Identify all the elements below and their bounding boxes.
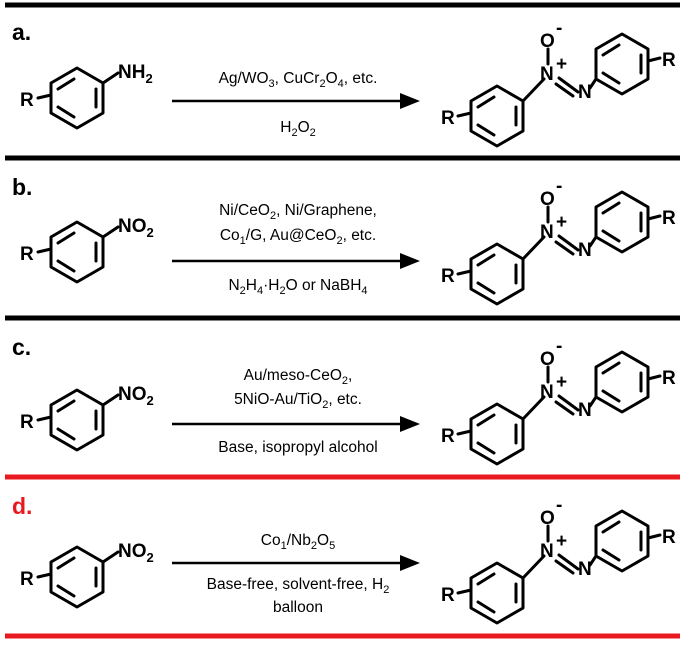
- minus-charge: -: [556, 176, 562, 197]
- substituent-r-right: R: [662, 368, 676, 389]
- conditions-catalyst-line1: Au/meso-CeO2,: [244, 367, 353, 387]
- nitrogen-2: N: [578, 559, 592, 580]
- reactant-group: NO: [118, 384, 147, 405]
- nitrogen-1: N: [540, 222, 554, 243]
- reactant-nitrobenzene: NO2 R: [20, 541, 154, 609]
- reactant-subscript: 2: [145, 71, 152, 86]
- product-azoxybenzene: O - N + N R R: [441, 495, 676, 625]
- reactant-subscript: 2: [147, 550, 154, 565]
- substituent-r-right: R: [662, 50, 676, 71]
- nitrogen-2: N: [578, 82, 592, 103]
- substituent-r: R: [20, 244, 34, 265]
- conditions-solvent: Base, isopropyl alcohol: [218, 439, 377, 456]
- svg-text:NO2: NO2: [118, 541, 154, 565]
- reaction-arrow: [172, 93, 420, 109]
- panel-a: a. NH2 R Ag/WO3, CuCr2O4, etc. H2O2: [12, 18, 676, 148]
- product-azoxybenzene: O - N + N R R: [441, 176, 676, 306]
- oxygen: O: [540, 189, 555, 210]
- reactant-aniline: NH2 R: [20, 62, 153, 130]
- conditions-reductant: N2H4·H2O or NaBH4: [228, 277, 367, 297]
- substituent-r-left: R: [441, 108, 455, 129]
- substituent-r: R: [20, 90, 34, 111]
- minus-charge: -: [556, 336, 562, 357]
- minus-charge: -: [556, 495, 562, 516]
- nitrogen-1: N: [540, 541, 554, 562]
- plus-charge: +: [556, 372, 567, 393]
- reaction-arrow: [172, 416, 420, 432]
- svg-text:NO2: NO2: [118, 216, 154, 240]
- reaction-arrow: [172, 253, 420, 269]
- reactant-group: NO: [118, 216, 147, 237]
- nitrogen-1: N: [540, 64, 554, 85]
- oxygen: O: [540, 349, 555, 370]
- nitrogen-2: N: [578, 400, 592, 421]
- oxygen: O: [540, 31, 555, 52]
- minus-charge: -: [556, 18, 562, 39]
- nitrogen-2: N: [578, 240, 592, 261]
- oxygen: O: [540, 508, 555, 529]
- reactant-nitrobenzene: NO2 R: [20, 384, 154, 452]
- reaction-arrow: [172, 555, 420, 571]
- reactant-subscript: 2: [147, 225, 154, 240]
- plus-charge: +: [556, 212, 567, 233]
- reactant-nitrobenzene: NO2 R: [20, 216, 154, 284]
- product-azoxybenzene: O - N + N R R: [441, 18, 676, 148]
- svg-text:NO2: NO2: [118, 384, 154, 408]
- substituent-r: R: [20, 412, 34, 433]
- conditions-catalyst: Ag/WO3, CuCr2O4, etc.: [219, 70, 378, 90]
- conditions-catalyst: Co1/Nb2O5: [261, 532, 335, 552]
- reactant-subscript: 2: [147, 393, 154, 408]
- substituent-r-right: R: [662, 527, 676, 548]
- reactant-group: NO: [118, 541, 147, 562]
- substituent-r-left: R: [441, 266, 455, 287]
- conditions-oxidant: H2O2: [280, 119, 316, 139]
- substituent-r-left: R: [441, 426, 455, 447]
- panel-label: b.: [12, 174, 32, 200]
- reactant-group: NH: [118, 62, 145, 83]
- plus-charge: +: [556, 54, 567, 75]
- substituent-r-left: R: [441, 585, 455, 606]
- conditions-line2: balloon: [273, 599, 323, 616]
- conditions-line1: Base-free, solvent-free, H2: [207, 576, 390, 596]
- conditions-catalyst-line2: 5NiO-Au/TiO2, etc.: [234, 391, 362, 411]
- substituent-r-right: R: [662, 208, 676, 229]
- panel-label: d.: [12, 493, 32, 519]
- panel-label: c.: [12, 334, 31, 360]
- conditions-catalyst-line1: Ni/CeO2, Ni/Graphene,: [219, 202, 377, 222]
- nitrogen-1: N: [540, 382, 554, 403]
- panel-label: a.: [12, 19, 31, 45]
- conditions-catalyst-line2: Co1/G, Au@CeO2, etc.: [220, 227, 376, 247]
- panel-d: d. NO2 R Co1/Nb2O5 Base-free, solvent-fr…: [12, 493, 676, 625]
- svg-text:NH2: NH2: [118, 62, 153, 86]
- product-azoxybenzene: O - N + N R R: [441, 336, 676, 466]
- substituent-r: R: [20, 569, 34, 590]
- plus-charge: +: [556, 531, 567, 552]
- panel-c: c. NO2 R Au/meso-CeO2, 5NiO-Au/TiO2, etc…: [12, 334, 676, 466]
- panel-b: b. NO2 R Ni/CeO2, Ni/Graphene, Co1/G, Au…: [12, 174, 676, 306]
